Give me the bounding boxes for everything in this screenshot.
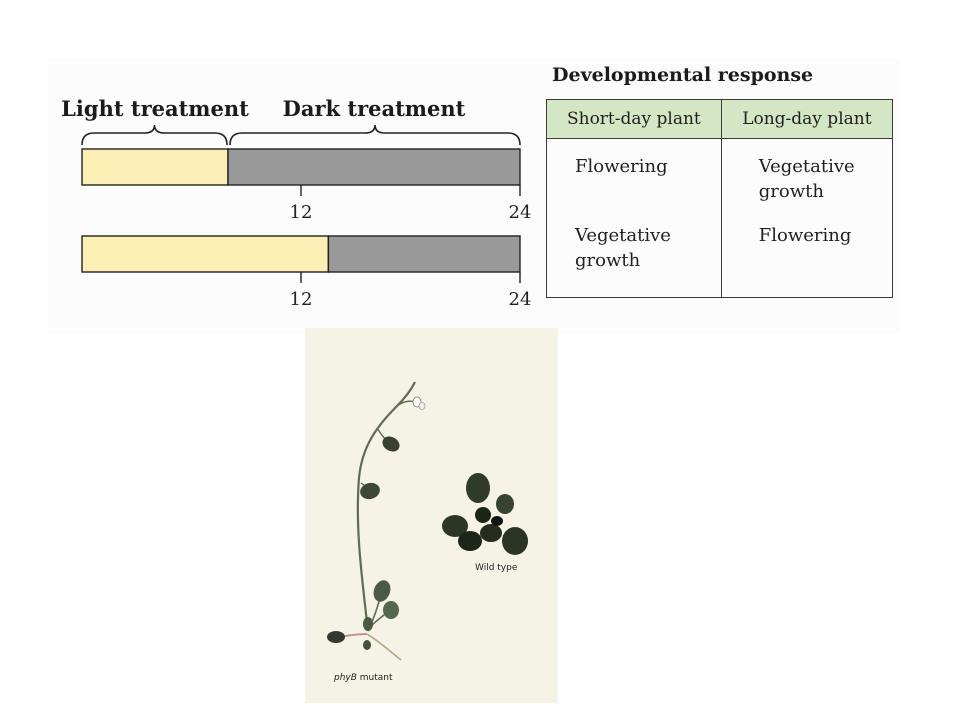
- wild-type-plant: [442, 473, 528, 555]
- bar-2-light-segment: [81, 235, 330, 273]
- developmental-response-title: Developmental response: [552, 64, 814, 86]
- bar-1-tick-label-12: 12: [290, 202, 313, 223]
- bar-2-tick-label-12: 12: [290, 289, 313, 310]
- bar-2-tick-label-24: 24: [509, 289, 532, 310]
- plant-photo: [305, 328, 558, 703]
- cell-text: Flowering: [575, 156, 668, 177]
- bar-2-dark-segment: [327, 235, 521, 273]
- dark-treatment-label: Dark treatment: [283, 96, 466, 121]
- cell-text: Vegetative growth: [758, 156, 855, 202]
- dark-treatment-brace: [229, 124, 521, 146]
- header-short-day-plant: Short-day plant: [546, 99, 722, 139]
- table-cell: Flowering: [546, 138, 722, 222]
- cell-text: Vegetative growth: [575, 225, 671, 272]
- table-cell: Vegetative growth: [546, 221, 722, 299]
- cell-text: Flowering: [758, 225, 852, 247]
- light-treatment-brace: [81, 124, 228, 146]
- mutant-suffix: mutant: [356, 673, 393, 683]
- header-long-day-plant: Long-day plant: [720, 99, 894, 139]
- developmental-response-table: Short-day plant Long-day plant Flowering…: [546, 99, 894, 299]
- table-cell: Flowering: [720, 221, 894, 299]
- table-row: Vegetative growth Flowering: [546, 221, 894, 299]
- table-header-row: Short-day plant Long-day plant: [546, 99, 894, 139]
- phyb-gene-name: phyB: [334, 673, 357, 683]
- phyb-mutant-plant: [327, 381, 426, 661]
- phyb-mutant-caption: phyB mutant: [334, 673, 393, 683]
- bar-1-tick-label-24: 24: [509, 202, 532, 223]
- table-row: Flowering Vegetative growth: [546, 138, 894, 222]
- bar-1-dark-segment: [227, 148, 521, 186]
- wild-type-caption: Wild type: [475, 563, 518, 573]
- bar-1-light-segment: [81, 148, 229, 186]
- table-cell: Vegetative growth: [720, 138, 894, 222]
- light-treatment-label: Light treatment: [61, 96, 249, 121]
- plant-illustration: [327, 381, 528, 661]
